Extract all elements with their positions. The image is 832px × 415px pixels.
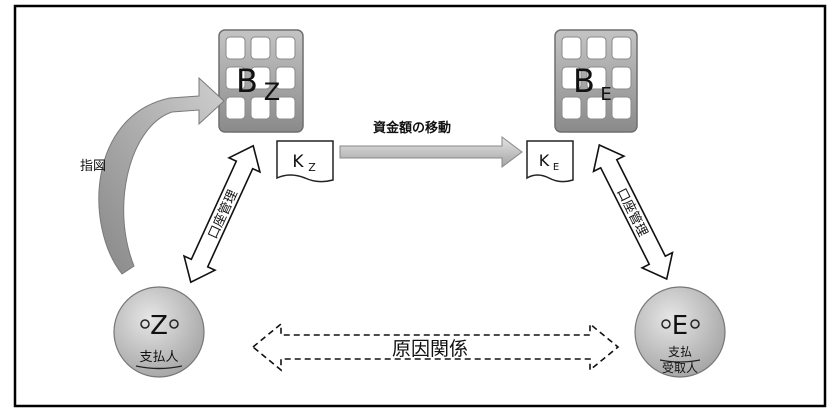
payee-role-line1: 支払 (668, 345, 692, 359)
payee-letter: E (672, 311, 688, 341)
payee-bank-subscript: E (600, 84, 611, 105)
payee-account-subscript: E (553, 162, 559, 173)
payer-account-subscript: Z (308, 161, 316, 174)
payer-role-label: 支払人 (139, 350, 178, 365)
payee-account-letter: K (539, 151, 550, 170)
payer-bank-building-icon: B Z (219, 30, 303, 132)
payer-account-document-icon: K Z (277, 141, 333, 182)
payer-party-icon: Z 支払人 (114, 287, 204, 377)
payee-account-document-icon: K E (527, 141, 573, 182)
payee-role-line2: 受取人 (662, 361, 698, 375)
instruction-label: 指図 (80, 159, 106, 174)
underlying-relation-label: 原因関係 (392, 338, 468, 360)
fund-transfer-label: 資金額の移動 (373, 120, 451, 136)
payer-bank-letter: B (236, 62, 258, 100)
payee-bank-letter: B (573, 62, 595, 100)
payer-account-letter: K (292, 152, 304, 172)
payee-party-icon: E 支払 受取人 (635, 287, 725, 377)
payer-bank-subscript: Z (264, 78, 280, 106)
payer-letter: Z (150, 311, 168, 341)
payee-bank-building-icon: B E (555, 30, 637, 132)
